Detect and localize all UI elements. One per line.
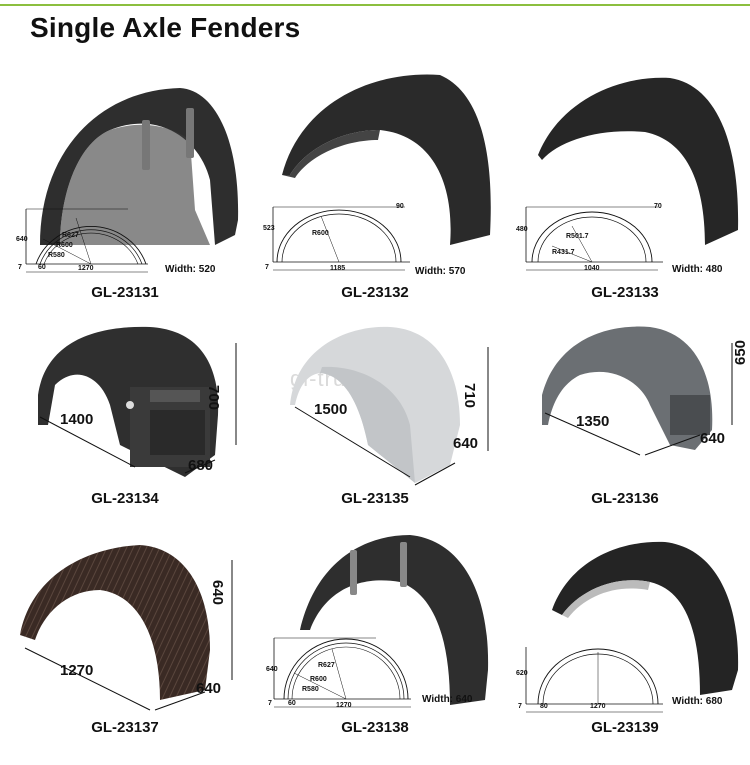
product-card-gl-23139[interactable]: 620 7 80 1270 Width: 680 GL-23139 <box>500 520 750 765</box>
height-label: 480 <box>516 226 528 233</box>
fender-image <box>40 88 239 245</box>
header-rule <box>0 4 750 6</box>
product-card-gl-23136[interactable]: 1350 650 640 GL-23136 <box>500 305 750 550</box>
product-code: GL-23138 <box>341 719 409 736</box>
span-label: 1185 <box>330 265 346 272</box>
product-code: GL-23133 <box>591 284 659 301</box>
span-label: 1040 <box>584 265 600 272</box>
depth-label: 640 <box>700 430 726 447</box>
radius-label: R580 <box>48 252 65 259</box>
product-card-gl-23134[interactable]: 1400 700 680 GL-23134 <box>0 305 250 550</box>
length-label: 1400 <box>60 411 94 428</box>
top-label: 70 <box>654 203 662 210</box>
dimension-drawing <box>525 647 663 713</box>
product-card-gl-23131[interactable]: 640 R627 R600 R580 7 60 1270 Width: 520 … <box>0 60 250 305</box>
height-label: 640 <box>209 580 226 606</box>
product-card-gl-23135[interactable]: 1500 710 640 GL-23135 <box>250 305 500 550</box>
gap-label: 60 <box>288 700 296 707</box>
height-label: 700 <box>205 385 222 411</box>
width-label: Width: 520 <box>165 264 216 275</box>
radius-label: R600 <box>310 676 327 683</box>
product-code: GL-23131 <box>91 284 159 301</box>
product-card-gl-23137[interactable]: 1270 640 640 GL-23137 <box>0 520 250 765</box>
fender-image <box>290 326 489 486</box>
offset-label: 7 <box>18 264 22 271</box>
fender-image <box>20 545 233 711</box>
fender-image <box>542 326 733 456</box>
length-label: 1270 <box>60 662 94 679</box>
radius-label: R627 <box>318 662 335 669</box>
gap-label: 80 <box>540 703 548 710</box>
depth-label: 680 <box>188 457 214 474</box>
span-label: 1270 <box>78 265 94 272</box>
offset-label: 7 <box>518 703 522 710</box>
radius-label: R501.7 <box>566 233 589 240</box>
radius-label: R600 <box>312 230 329 237</box>
dimension-drawing <box>273 637 411 708</box>
fender-image <box>300 535 489 705</box>
span-label: 1270 <box>590 703 606 710</box>
fender-image <box>552 541 739 695</box>
span-label: 1270 <box>336 702 352 709</box>
height-label: 710 <box>461 383 478 409</box>
product-code: GL-23137 <box>91 719 159 736</box>
height-label: 620 <box>516 670 528 677</box>
fender-image <box>282 74 491 245</box>
length-label: 1350 <box>576 413 610 430</box>
dimension-drawing <box>525 206 663 271</box>
height-label: 523 <box>263 225 275 232</box>
width-label: Width: 480 <box>672 264 723 275</box>
fender-image <box>538 77 739 245</box>
gap-label: 60 <box>38 264 46 271</box>
product-code: GL-23136 <box>591 490 659 507</box>
height-label: 640 <box>266 666 278 673</box>
product-code: GL-23134 <box>91 490 159 507</box>
product-card-gl-23132[interactable]: 523 R600 90 7 1185 Width: 570 GL-23132 <box>250 60 500 305</box>
depth-label: 640 <box>196 680 222 697</box>
page-title: Single Axle Fenders <box>30 12 301 43</box>
height-label: 650 <box>732 339 749 365</box>
width-label: Width: 640 <box>422 694 473 705</box>
radius-label: R580 <box>302 686 319 693</box>
offset-label: 7 <box>265 264 269 271</box>
depth-label: 640 <box>453 435 479 452</box>
product-code: GL-23135 <box>341 490 409 507</box>
dimension-drawing <box>25 208 148 273</box>
product-code: GL-23139 <box>591 719 659 736</box>
radius-label: R431.7 <box>552 249 575 256</box>
radius-label: R627 <box>62 232 79 239</box>
width-label: Width: 680 <box>672 696 723 707</box>
product-card-gl-23138[interactable]: 640 R627 R600 R580 7 60 1270 Width: 640 … <box>250 520 500 765</box>
radius-label: R600 <box>56 242 73 249</box>
product-code: GL-23132 <box>341 284 409 301</box>
length-label: 1500 <box>314 401 348 418</box>
offset-label: 7 <box>268 700 272 707</box>
height-label: 640 <box>16 236 28 243</box>
dimension-drawing <box>272 206 410 271</box>
top-label: 90 <box>396 203 404 210</box>
fender-image <box>38 326 237 477</box>
width-label: Width: 570 <box>415 266 466 277</box>
product-card-gl-23133[interactable]: 480 R501.7 R431.7 70 1040 Width: 480 GL-… <box>500 60 750 305</box>
